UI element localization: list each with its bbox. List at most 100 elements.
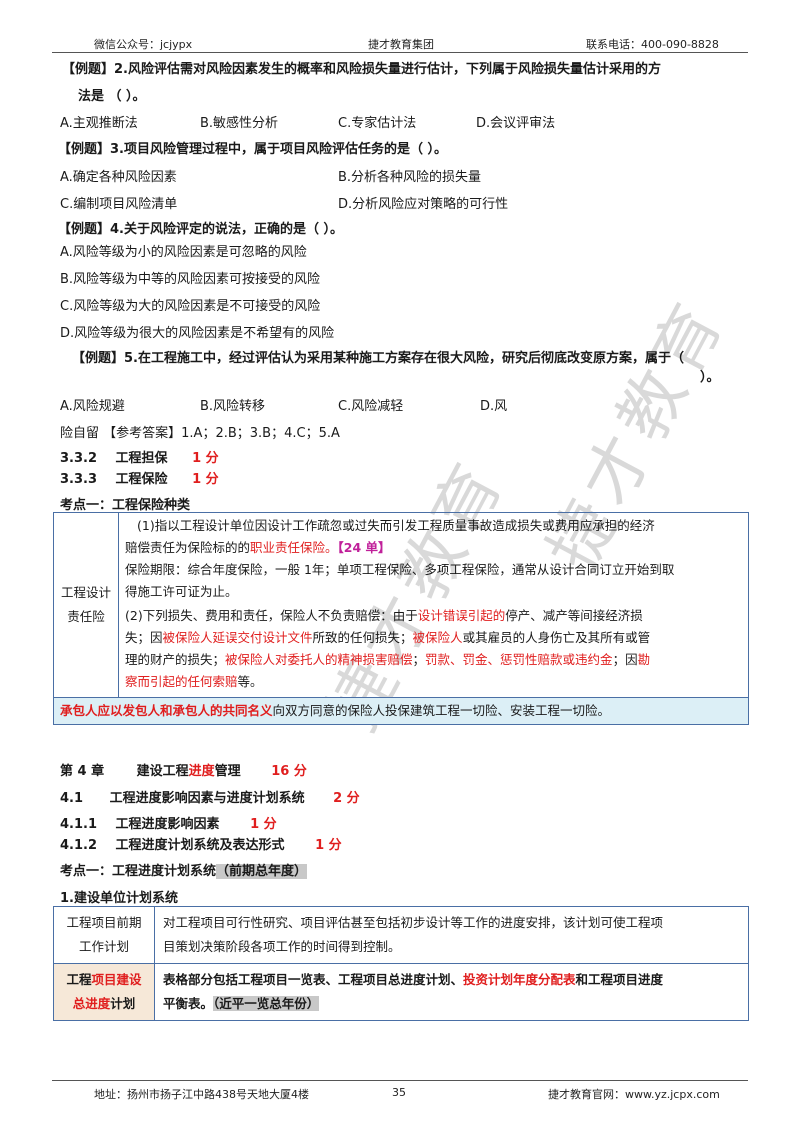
para: (2)下列损失、费用和责任，保险人不负责赔偿：由于设计错误引起的停产、减产等间接… <box>125 605 742 627</box>
key-point-title: 考点一：工程进度计划系统（前期总年度） <box>60 860 308 879</box>
q2-text: 2.风险评估需对风险因素发生的概率和风险损失量进行估计，下列属于风险损失量估计采… <box>114 62 662 77</box>
text: 承包人应以发包人和承包人的共同名义 <box>60 703 273 718</box>
text: 表格部分包括工程项目一览表、工程项目总进度计划、 <box>163 972 464 987</box>
text: 所致的任何损失； <box>312 630 413 645</box>
text: 向双方同意的保险人投保建筑工程一切险、安装工程一切险。 <box>272 703 611 718</box>
chapter-heading: 第 4 章 建设工程进度管理 16 分 <box>60 760 307 779</box>
text: 被保险人对委托人的精神损害赔偿 <box>225 652 413 667</box>
q3-option: B.分析各种风险的损失量 <box>338 170 482 185</box>
q3-option: D.分析风险应对策略的可行性 <box>338 197 509 212</box>
section-number: 4.1.2 <box>60 838 98 853</box>
subsection-title: 1.建设单位计划系统 <box>60 891 178 906</box>
chapter-title: 建设工程进度管理 <box>137 764 241 779</box>
text: (2)下列损失、费用和责任，保险人不负责赔偿：由于 <box>125 608 418 623</box>
cell-label: 工作计划 <box>78 939 129 954</box>
text: 目策划决策阶段各项工作的时间得到控制。 <box>163 939 401 954</box>
q4-question: 【例题】4.关于风险评定的说法，正确的是（ ）。 <box>58 218 343 237</box>
text: 理的财产的损失； <box>125 652 226 667</box>
insurance-left-cell: 工程设计 责任险 <box>53 512 119 698</box>
text: 平衡表。 <box>163 996 214 1011</box>
section-heading: 3.3.2 工程担保 1 分 <box>60 447 219 466</box>
plan-table: 工程项目前期 工作计划 对工程项目可行性研究、项目评估甚至包括初步设计等工作的进… <box>53 906 749 1021</box>
cell-label: 责任险 <box>67 609 105 624</box>
section-title: 工程进度影响因素 <box>115 817 220 832</box>
section-score: 1 分 <box>192 451 219 466</box>
q3-question: 【例题】3.项目风险管理过程中，属于项目风险评估任务的是（ ）。 <box>58 138 447 157</box>
text: 设计错误引起的 <box>417 608 506 623</box>
section-title: 工程进度计划系统及表达形式 <box>115 838 285 853</box>
section-heading: 4.1.1 工程进度影响因素 1 分 <box>60 813 277 832</box>
q4-option: A.风险等级为小的风险因素是可忽略的风险 <box>60 245 307 260</box>
q4-option: B.风险等级为中等的风险因素可按接受的风险 <box>60 272 321 287</box>
q2-question-cont: 法是 （ ）。 <box>78 89 146 104</box>
text: 计划 <box>110 996 136 1011</box>
q3-option: A.确定各种风险因素 <box>60 170 177 185</box>
cell-label: 工程项目前期 <box>66 915 142 930</box>
exam-tag: 【24 单】 <box>337 540 391 555</box>
q2-option: B.敏感性分析 <box>200 116 279 131</box>
q2-option: A.主观推断法 <box>60 116 138 131</box>
header-center: 捷才教育集团 <box>368 38 434 51</box>
text: 等。 <box>237 674 263 689</box>
q2-option: D.会议评审法 <box>476 116 556 131</box>
text: 对工程项目可行性研究、项目评估甚至包括初步设计等工作的进度安排，该计划可使工程项 <box>163 915 664 930</box>
text: 察而引起的任何索赔 <box>125 674 238 689</box>
section-number: 3.3.2 <box>60 451 98 466</box>
q5-option: B.风险转移 <box>200 399 266 414</box>
text: 工程 <box>66 972 92 987</box>
text: 项目建设 <box>91 972 142 987</box>
plan-left-cell: 工程项目建设 总进度计划 <box>53 963 155 1021</box>
para: 理的财产的损失；被保险人对委托人的精神损害赔偿；罚款、罚金、惩罚性赔款或违约金；… <box>125 649 742 671</box>
text: 被保险人延误交付设计文件 <box>162 630 313 645</box>
para: 察而引起的任何索赔等。 <box>125 671 742 693</box>
insurance-footer-cell: 承包人应以发包人和承包人的共同名义向双方同意的保险人投保建筑工程一切险、安装工程… <box>53 697 749 725</box>
text: 管理 <box>214 764 241 779</box>
insurance-table: 工程设计 责任险 (1)指以工程设计单位因设计工作疏忽或过失而引发工程质量事故造… <box>53 512 749 725</box>
cell-label: 工程项目建设 <box>55 968 153 992</box>
q4-option: C.风险等级为大的风险因素是不可接受的风险 <box>60 299 321 314</box>
section-heading: 4.1.2 工程进度计划系统及表达形式 1 分 <box>60 834 342 853</box>
para: 得施工许可证为止。 <box>125 584 238 599</box>
q4-text: 4.关于风险评定的说法，正确的是（ ）。 <box>110 222 344 237</box>
text: (1)指以工程设计单位因设计工作疏忽或过失而引发工程质量事故造成损失或费用应承担… <box>137 518 655 533</box>
plan-right-cell: 对工程项目可行性研究、项目评估甚至包括初步设计等工作的进度安排，该计划可使工程项… <box>154 906 749 964</box>
text: ； <box>412 652 426 667</box>
q5-answer-line: 险自留 【参考答案】1.A；2.B；3.B；4.C；5.A <box>60 422 340 441</box>
answer-key: 【参考答案】1.A；2.B；3.B；4.C；5.A <box>103 426 340 441</box>
text: 被保险人 <box>412 630 463 645</box>
text: 考点一：工程进度计划系统 <box>60 864 217 879</box>
text-line: 表格部分包括工程项目一览表、工程项目总进度计划、投资计划年度分配表和工程项目进度 <box>163 968 740 992</box>
q5-text: 5.在工程施工中，经过评估认为采用某种施工方案存在很大风险，研究后彻底改变原方案… <box>124 351 685 366</box>
text: ；因 <box>612 652 638 667</box>
q5-tag: 【例题】 <box>72 351 125 366</box>
highlight: （前期总年度） <box>216 864 308 879</box>
insurance-content-cell: (1)指以工程设计单位因设计工作疏忽或过失而引发工程质量事故造成损失或费用应承担… <box>118 512 749 698</box>
text: 职业责任保险。 <box>250 540 338 555</box>
footer-address: 地址：扬州市扬子江中路438号天地大厦4楼 <box>94 1088 309 1101</box>
section-heading: 4.1 工程进度影响因素与进度计划系统 2 分 <box>60 787 360 806</box>
text: 建设工程 <box>136 764 189 779</box>
q5-option: C.风险减轻 <box>338 399 404 414</box>
q4-tag: 【例题】 <box>58 222 111 237</box>
q3-tag: 【例题】 <box>58 142 111 157</box>
section-number: 4.1 <box>60 791 84 806</box>
q3-option: C.编制项目风险清单 <box>60 197 178 212</box>
text-line: 平衡表。（近平一览总年份） <box>163 992 740 1016</box>
text: 投资计划年度分配表 <box>463 972 576 987</box>
plan-right-cell: 表格部分包括工程项目一览表、工程项目总进度计划、投资计划年度分配表和工程项目进度… <box>154 963 749 1021</box>
para: 失；因被保险人延误交付设计文件所致的任何损失；被保险人或其雇员的人身伤亡及其所有… <box>125 627 742 649</box>
text: 停产、减产等间接经济损 <box>505 608 643 623</box>
q5-option: A.风险规避 <box>60 399 125 414</box>
q4-option: D.风险等级为很大的风险因素是不希望有的风险 <box>60 326 335 341</box>
q5-question-cont: ）。 <box>700 370 720 385</box>
section-heading: 3.3.3 工程保险 1 分 <box>60 468 219 487</box>
highlight: （近平一览总年份） <box>213 996 320 1011</box>
section-title: 工程进度影响因素与进度计划系统 <box>109 791 305 806</box>
text: 和工程项目进度 <box>575 972 664 987</box>
q2-tag: 【例题】 <box>62 62 115 77</box>
q2-option: C.专家估计法 <box>338 116 417 131</box>
section-score: 2 分 <box>333 791 360 806</box>
q5-tail: 险自留 <box>60 426 100 441</box>
section-number: 3.3.3 <box>60 472 98 487</box>
text: 或其雇员的人身伤亡及其所有或管 <box>462 630 651 645</box>
